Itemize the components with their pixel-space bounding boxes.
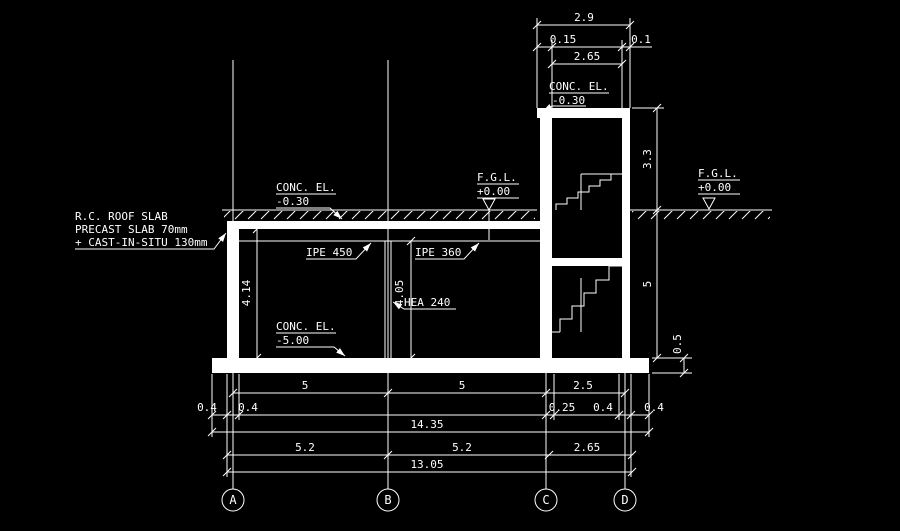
bottom-dimensions: 5 5 2.5 0.4 0.4 0.25 0.4 0.4 14.35 5.2 5… [197, 374, 664, 477]
dim-top-total: 2.9 [574, 11, 594, 24]
level-symbol-right [702, 197, 716, 210]
right-dimensions: 3.3 5 0.5 [632, 103, 692, 378]
dim-row2-v5: 0.4 [644, 401, 664, 414]
note-conc-el-roof-leader [276, 207, 343, 220]
dim-row2-v4: 0.4 [593, 401, 613, 414]
dim-row4-bay2: 5.2 [452, 441, 472, 454]
tower-roof-slab [537, 108, 630, 118]
grid-bubble-c-label: C [542, 493, 549, 507]
fgl-marker-left: F.G.L. +0.00 [477, 171, 519, 240]
tower-landing-slab [552, 258, 622, 266]
grid-bubble-d-label: D [621, 493, 628, 507]
tower-wall-c [540, 118, 552, 360]
note-beam-left-leader [306, 242, 372, 260]
note-conc-el-tower-line1: CONC. EL. [549, 80, 609, 93]
stair-upper-flight [555, 173, 622, 210]
dim-row4-bay3: 2.65 [574, 441, 601, 454]
dim-top-inner: 2.65 [574, 50, 601, 63]
fgl-right-line2: +0.00 [698, 181, 731, 194]
ground-hatch-left [224, 211, 535, 220]
fgl-left-line2: +0.00 [477, 185, 510, 198]
note-beam-right-leader [415, 242, 480, 260]
note-roof-slab-line1: R.C. ROOF SLAB [75, 210, 168, 223]
grid-bubble-c [534, 488, 558, 512]
dim-row1-bay3: 2.5 [573, 379, 593, 392]
main-structure [212, 221, 649, 373]
dim-basement-height: 5 [641, 281, 654, 288]
dim-row2-v1: 0.4 [197, 401, 217, 414]
dim-row3-total: 14.35 [410, 418, 443, 431]
dim-foundation-thickness: 0.5 [671, 334, 684, 354]
dim-row1-bay1: 5 [302, 379, 309, 392]
wall-a [227, 221, 239, 360]
note-roof-slab-line2: PRECAST SLAB 70mm [75, 223, 188, 236]
note-conc-el-tower-leader [542, 104, 586, 112]
foundation-slab [212, 358, 649, 373]
dim-row2-v2: 0.4 [238, 401, 258, 414]
dim-row2-v3: 0.25 [549, 401, 576, 414]
grid-bubble-a-label: A [229, 493, 237, 507]
level-symbol-left [482, 198, 496, 211]
interior-dimensions: 4.14 4.05 [240, 224, 416, 363]
dim-top-right-wall: 0.1 [631, 33, 651, 46]
dim-row1-bay2: 5 [459, 379, 466, 392]
note-column-leader [392, 301, 456, 310]
note-conc-el-base-line1: CONC. EL. [276, 320, 336, 333]
grid-bubble-b-label: B [384, 493, 391, 507]
note-conc-el-base-line2: -5.00 [276, 334, 309, 347]
ground-hatch-right [632, 211, 770, 220]
note-conc-el-roof-line2: -0.30 [276, 195, 309, 208]
dim-clear-height-left: 4.14 [240, 279, 253, 306]
fgl-marker-right: F.G.L. +0.00 [698, 167, 740, 210]
grid-bubbles: A B C D [221, 488, 637, 512]
dim-top-left-wall: 0.15 [550, 33, 577, 46]
roof-slab [227, 221, 552, 229]
grid-bubble-a [221, 488, 245, 512]
dim-clear-height-mid: 4.05 [393, 280, 406, 307]
stair-lower-flight [559, 265, 622, 332]
note-conc-el-tower-line2: -0.30 [552, 94, 585, 107]
note-column: HEA 240 [404, 296, 450, 309]
dim-row5-total: 13.05 [410, 458, 443, 471]
note-conc-el-base-leader [276, 346, 346, 357]
grid-bubble-d [613, 488, 637, 512]
note-beam-right: IPE 360 [415, 246, 461, 259]
stair-tower [537, 108, 630, 360]
note-roof-slab-leader [75, 232, 227, 250]
annotations: R.C. ROOF SLAB PRECAST SLAB 70mm + CAST-… [75, 80, 740, 357]
note-beam-left: IPE 450 [306, 246, 352, 259]
ground-line [222, 209, 772, 220]
grid-bubble-b [376, 488, 400, 512]
fgl-right-line1: F.G.L. [698, 167, 738, 180]
note-roof-slab-line3: + CAST-IN-SITU 130mm [75, 236, 208, 249]
top-dimensions: 2.9 0.15 0.1 2.65 [532, 11, 652, 118]
dim-row4-bay1: 5.2 [295, 441, 315, 454]
note-conc-el-roof-line1: CONC. EL. [276, 181, 336, 194]
tower-wall-d [622, 118, 630, 360]
fgl-left-line1: F.G.L. [477, 171, 517, 184]
dim-tower-height: 3.3 [641, 149, 654, 169]
